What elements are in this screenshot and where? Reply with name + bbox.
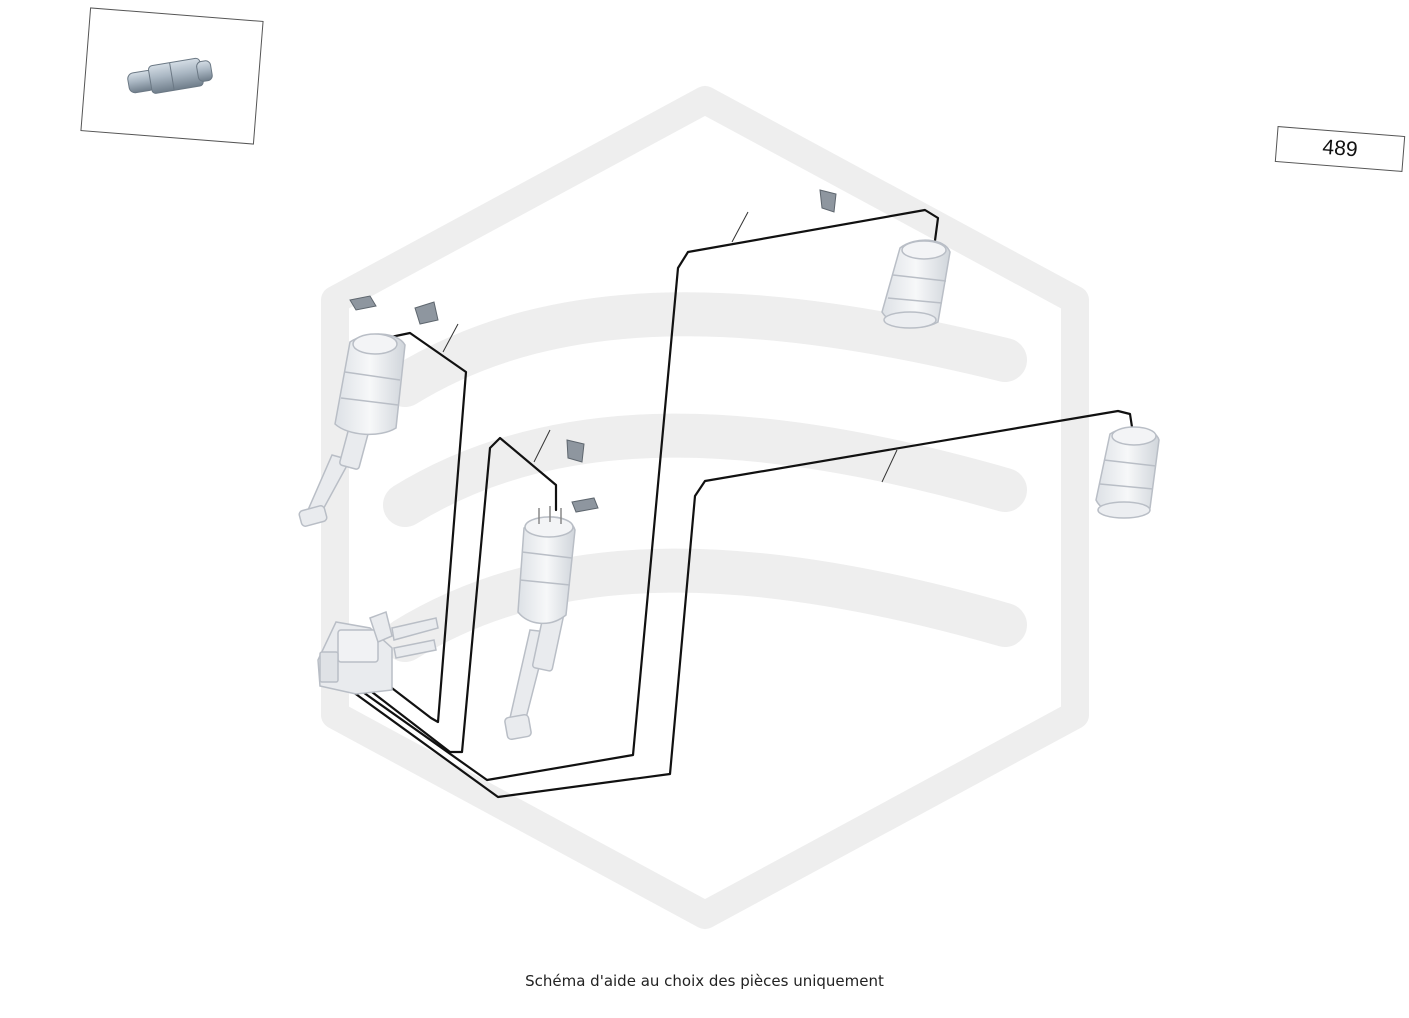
hose-clip-icon[interactable]: [349, 189, 837, 513]
air-line-rear-right: [351, 409, 1134, 799]
rear-right-air-spring[interactable]: [1095, 426, 1160, 519]
pipe-connector-icon: [127, 57, 213, 94]
diagram-caption: Schéma d'aide au choix des pièces unique…: [525, 972, 884, 990]
rear-left-air-spring[interactable]: [881, 239, 951, 329]
brand-watermark-icon: [321, 86, 1089, 929]
front-right-air-strut[interactable]: [504, 506, 576, 741]
air-line-rear-left: [358, 208, 940, 782]
air-lines: [351, 208, 1134, 799]
front-left-air-strut[interactable]: [298, 333, 406, 527]
compressor-valve-unit[interactable]: [317, 611, 439, 695]
connector-inset[interactable]: [80, 7, 264, 145]
leader-lines: [442, 211, 898, 483]
air-line-front-right: [370, 436, 558, 754]
